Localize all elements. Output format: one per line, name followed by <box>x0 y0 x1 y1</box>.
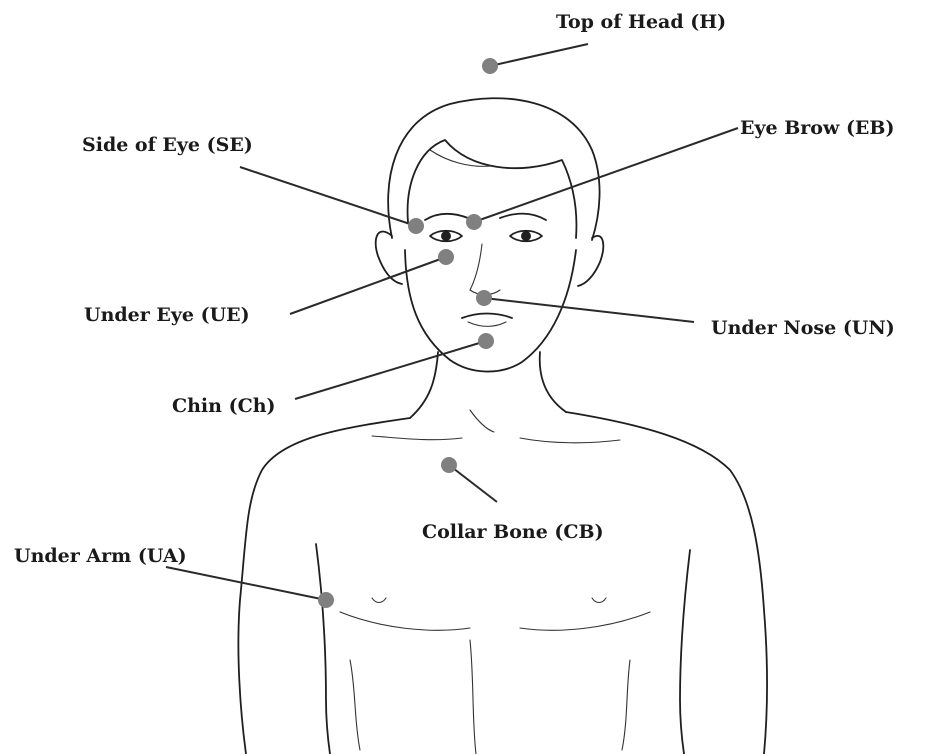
leader-line-EB <box>474 128 738 222</box>
point-marker-UN <box>476 290 492 306</box>
point-marker-UA <box>318 592 334 608</box>
leader-line-H <box>490 44 588 66</box>
leader-line-UA <box>166 567 326 600</box>
leader-line-CB <box>449 465 497 502</box>
point-marker-CB <box>441 457 457 473</box>
label-collar-bone: Collar Bone (CB) <box>422 521 604 543</box>
leader-lines <box>166 44 738 600</box>
point-marker-UE <box>438 249 454 265</box>
point-marker-SE <box>408 218 424 234</box>
label-chin: Chin (Ch) <box>172 395 276 417</box>
label-under-eye: Under Eye (UE) <box>84 304 250 326</box>
point-marker-Ch <box>478 333 494 349</box>
leader-line-UN <box>484 298 694 322</box>
leader-line-UE <box>290 257 446 314</box>
label-under-arm: Under Arm (UA) <box>14 545 187 567</box>
point-marker-H <box>482 58 498 74</box>
label-under-nose: Under Nose (UN) <box>711 317 895 339</box>
body-illustration <box>238 98 767 754</box>
label-side-of-eye: Side of Eye (SE) <box>82 134 253 156</box>
label-top-of-head: Top of Head (H) <box>556 11 726 33</box>
point-labels: Top of Head (H) Eye Brow (EB) Side of Ey… <box>14 11 895 567</box>
point-marker-EB <box>466 214 482 230</box>
leader-line-Ch <box>295 341 486 399</box>
label-eye-brow: Eye Brow (EB) <box>740 117 894 139</box>
